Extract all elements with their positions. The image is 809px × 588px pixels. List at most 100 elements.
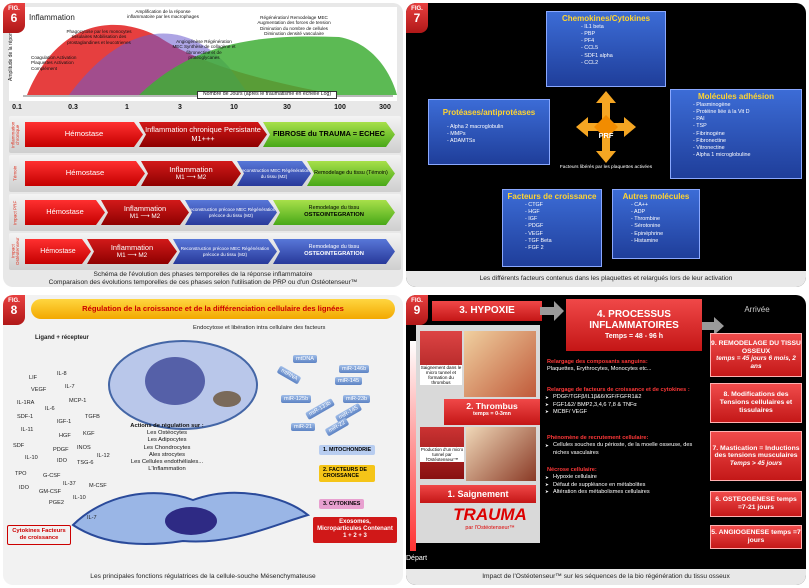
seg-reconstruction: Reconstruction MEC Régénération du tissu… [237,161,311,186]
section-composants: Relargage des composants sanguins: Plaqu… [547,359,652,373]
row-prf: Impact PRF Hémostase Inflammation M1 ⟶ M… [9,194,401,231]
img1-caption: Saignement dans le micro tunnel et forma… [420,365,462,385]
fig-6-badge: FIG.6 [3,3,25,33]
figure-8-title: Régulation de la croissance et de la dif… [31,299,395,319]
autres-list: CA++ADPThrombine SérotonineEpinéphrineHi… [613,202,699,245]
inflammation-curve-chart: Inflammation Amplitude de la réponse Amp… [8,7,397,101]
figure-8-panel: FIG.8 Régulation de la croissance et de … [3,295,403,585]
ligand-label: Ligand + récepteur [35,335,89,341]
tick: 0.1 [12,104,22,111]
exosomes-box: Exosomes, Microparticules Contenant 1 + … [313,517,397,543]
seg-remodelage: Remodelage du tissu OSTEOINTEGRATION [273,239,395,264]
box-molecules-adhesion: Molécules adhésion PlasminogèneProtéine … [670,89,802,179]
row-label: Inflammation chronique [10,121,20,148]
tag-mitochondrie: 1. MITOCHONDRIE [319,445,376,456]
seg-reconstruction: Reconstruction précoce MEC Régénération … [185,200,277,225]
row-temoin: Témoin Hémostase Inflammation M1 ⟶ M2 Re… [9,155,401,192]
seg-reconstruction: Reconstruction précoce MEC Régénération … [173,239,277,264]
box-chemokines: Chemokines/Cytokines IL1 betaPBPPF4 CCL5… [546,11,666,87]
four-way-arrow-icon [576,91,636,163]
phase-rows: Inflammation chronique Hémostase Inflamm… [9,116,401,272]
seg-hemostase: Hémostase [25,122,143,147]
saignement-header: 1. Saignement [420,485,536,503]
caption-line: Les principales fonctions régulatrices d… [90,573,316,581]
tick: 1 [125,104,129,111]
seg-hemostase: Hémostase [25,200,105,225]
box-autres-molecules: Autres molécules CA++ADPThrombine Séroto… [612,189,700,259]
hypoxie-header: 3. HYPOXIE [432,301,542,321]
seg-hemostase: Hémostase [25,239,91,264]
chart-title: Inflammation [29,13,75,22]
tick: 30 [283,104,291,111]
prf-center-label: PRF [598,131,614,140]
tick: 100 [334,104,346,111]
box-facteurs-croissance: Facteurs de croissance CTGFHGFIGFPDGF VE… [502,189,602,267]
seg-remodelage: Remodelage du tissu OSTEOINTEGRATION [273,200,395,225]
trauma-sub: par l'Ostéotenseur™ [465,525,515,531]
row-label: Impact Ostéotenseur [10,237,20,266]
x-axis-title: Nombre de Jours (après le traumatisme en… [197,91,337,99]
arrivee-label: Arrivée [744,305,770,314]
stem-cell-illustration [71,491,311,545]
seg-inflammation: Inflammation M1 ⟶ M2 [141,161,241,186]
caption-line: Les différents facteurs contenus dans le… [479,275,733,283]
box-proteases: Protéases/antiprotéases Alpha 2 macroglo… [428,99,550,165]
stage-6: 6. OSTEOGENESE temps =7-21 jours [710,491,802,517]
figure-9-caption: Impact de l'Ostéotenseur™ sur les séquen… [406,569,806,585]
annotation-amplification: Amplification de la réponse inflammatoir… [127,9,199,20]
annotation-phagocytes: Phagocytose par les monocytes tissulaire… [66,29,132,45]
box-title: Autres molécules [622,192,690,201]
seg-inflammation: Inflammation M1 ⟶ M2 [87,239,177,264]
seg-hemostase: Hémostase [25,161,145,186]
box-title: Molécules adhésion [697,92,775,101]
fig-8-badge: FIG.8 [3,295,25,325]
figure-6-panel: FIG.6 Inflammation Amplitude de la répon… [3,3,403,287]
cell-illustration [108,340,258,430]
section-recrutement: Phénomène de recrutement cellulaire: Cel… [545,435,707,457]
caption-line: Schéma de l'évolution des phases tempore… [93,271,313,279]
tick: 300 [379,104,391,111]
endocytose-label: Endocytose et libération intra cellulair… [193,325,326,331]
section-facteurs: Relargage de facteurs de croissance et d… [545,387,707,416]
depart-label: Départ [406,555,428,562]
molecules-list: PlasminogèneProtéine liée à la Vit DPAIT… [671,102,801,159]
trauma-label: TRAUMA [453,505,527,524]
y-axis-label: Amplitude de la réponse [8,27,14,81]
depart-arrow-shaft [410,341,416,551]
croissance-list: CTGFHGFIGFPDGF VEGFTGF BetaFGF 2 [503,202,601,252]
bone-photo [464,331,536,397]
box-title: Protéases/antiprotéases [442,108,536,117]
figure-8-caption: Les principales fonctions régulatrices d… [3,569,403,585]
box-title: Chemokines/Cytokines [561,14,651,23]
tag-facteurs: 2. FACTEURS DE CROISSANCE [319,465,375,482]
cytokines-box: Cytokines Facteurs de croissance [7,525,71,545]
seg-inflammation: Inflammation M1 ⟶ M2 [101,200,189,225]
annotation-regeneration: Régénération/ Remodelage MEC Augmentatio… [257,15,331,36]
seg-remodelage: Remodelage du tissu (Témoin) [307,161,395,186]
annotation-angiogenese: Angiogénèse Régénération MEC Synthèse de… [172,39,236,60]
annotation-coagulation: Coagulation Activation Plaquettes Activa… [31,55,77,71]
figure-6-caption: Schéma de l'évolution des phases tempore… [3,271,403,287]
processus-header: 4. PROCESSUS INFLAMMATOIRES Temps = 48 -… [566,299,702,351]
caption-line: Comparaison des évolutions temporelles d… [48,279,358,286]
arrow-right-icon [702,317,724,335]
figure-7-caption: Les différents facteurs contenus dans le… [406,271,806,287]
row-label: Impact PRF [12,200,18,225]
thrombus-header: 2. Thrombus temps = 0-3mn [444,399,540,425]
caption-line: Impact de l'Ostéotenseur™ sur les séquen… [482,573,730,581]
log-axis-ticks: 0.1 0.3 1 3 10 30 100 300 [12,104,393,114]
stage-8: 8. Modifications des Tensions cellulaire… [710,383,802,423]
tick: 3 [178,104,182,111]
section-necrose: Nécrose cellulaire: Hypoxie cellulaireDé… [545,467,707,496]
stage-7: 7. Mastication = Inductions des tensions… [710,431,802,481]
box-title: Facteurs de croissance [507,192,597,201]
tag-cytokines: 3. CYTOKINES [319,499,365,510]
stage-5: 5. ANGIOGENESE temps =7 jours [710,525,802,549]
arrow-right-icon [540,301,564,321]
seg-fibrose: FIBROSE du TRAUMA = ECHEC [263,122,395,147]
figure-9-panel: FIG.9 3. HYPOXIE 4. PROCESSUS INFLAMMATO… [406,295,806,585]
seg-inflammation-chronique: Inflammation chronique Persistante M1+++ [139,122,267,147]
figure-7-panel: FIG.7 Chemokines/Cytokines IL1 betaPBPPF… [406,3,806,287]
chemokines-list: IL1 betaPBPPF4 CCL5SDF1 alphaCCL2 [547,24,665,67]
